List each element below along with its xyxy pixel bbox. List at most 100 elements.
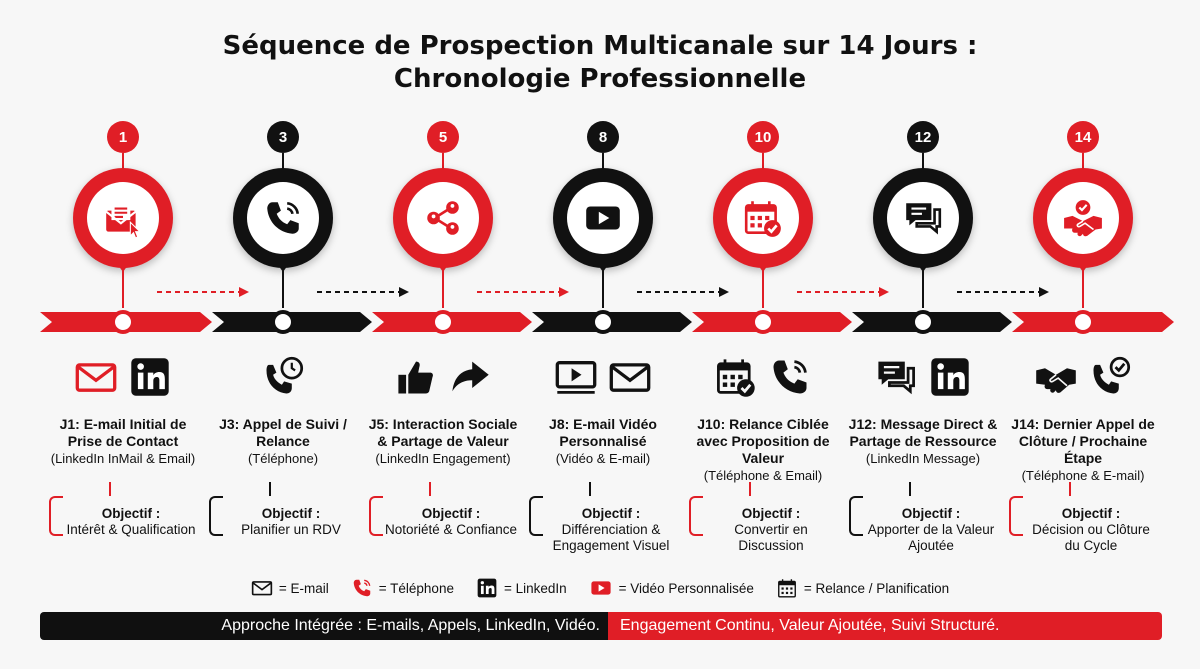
- step-title: J8: E-mail Vidéo Personnalisé: [549, 416, 657, 449]
- handshake-check-icon: [1047, 182, 1119, 254]
- objective-value: Apporter de la Valeur Ajoutée: [867, 522, 995, 553]
- channel-icons: [1003, 356, 1163, 402]
- pin-tip: [273, 258, 293, 272]
- step-title-block: J10: Relance Ciblée avec Proposition de …: [688, 416, 838, 484]
- step-pin: [553, 168, 653, 268]
- legend-label: = Vidéo Personnalisée: [618, 580, 754, 596]
- objective-value: Décision ou Clôture du Cycle: [1032, 522, 1150, 553]
- channel-icons: [523, 356, 683, 402]
- step-pin: [713, 168, 813, 268]
- legend: = E-mail = Téléphone = LinkedIn = Vidéo Per…: [0, 576, 1200, 600]
- pin-tip: [113, 258, 133, 272]
- pin-tip: [1073, 258, 1093, 272]
- objective-value: Notoriété & Confiance: [384, 522, 518, 537]
- share-network-icon: [407, 182, 479, 254]
- step-number-badge: 10: [747, 121, 779, 153]
- pin-stem: [1082, 153, 1084, 171]
- step-number-badge: 3: [267, 121, 299, 153]
- phone-check-icon: [1088, 355, 1132, 404]
- channel-icons: [683, 356, 843, 402]
- pin-stem: [1082, 270, 1084, 308]
- timeline-step: 14 J14: Dernier Appel de Clôture / Proch…: [1003, 0, 1163, 669]
- step-title-block: J12: Message Direct & Partage de Ressour…: [848, 416, 998, 467]
- timeline-node: [431, 310, 455, 334]
- thumbs-up-icon: [394, 355, 438, 404]
- objective-value: Convertir en Discussion: [734, 522, 808, 553]
- pin-tip: [913, 258, 933, 272]
- timeline-step: 1 J1: E-mail Initial de Prise de Contact…: [43, 0, 203, 669]
- legend-label: = Relance / Planification: [803, 580, 950, 596]
- objective-connector: [1069, 482, 1071, 496]
- objective-label: Objectif :: [741, 506, 801, 521]
- calendar-check-icon: [714, 355, 758, 404]
- email-icon: [74, 355, 118, 404]
- legend-label: = LinkedIn: [503, 580, 567, 596]
- chat-bubbles-icon: [887, 182, 959, 254]
- timeline-step: 8 J8: E-mail Vidéo Personnalisé (Vidéo &…: [523, 0, 683, 669]
- objective-bracket: [369, 496, 383, 536]
- objective-text: Objectif : Planifier un RDV: [223, 506, 359, 538]
- email-icon: [608, 355, 652, 404]
- pin-stem: [122, 270, 124, 308]
- calendar-icon: [776, 577, 798, 599]
- linkedin-icon: [928, 355, 972, 404]
- pin-stem: [602, 270, 604, 308]
- step-title-block: J3: Appel de Suivi / Relance (Téléphone): [208, 416, 358, 467]
- objective-text: Objectif : Notoriété & Confiance: [383, 506, 519, 538]
- timeline-step: 10 J10: Relance Ciblée avec Proposition …: [683, 0, 843, 669]
- pin-tip: [593, 258, 613, 272]
- banner-right: Engagement Continu, Valeur Ajoutée, Suiv…: [608, 612, 1162, 640]
- objective-text: Objectif : Intérêt & Qualification: [63, 506, 199, 538]
- objective-text: Objectif : Apporter de la Valeur Ajoutée: [863, 506, 999, 554]
- phone-icon: [247, 182, 319, 254]
- title-line-1: Séquence de Prospection Multicanale sur …: [222, 31, 978, 61]
- timeline-step: 3 J3: Appel de Suivi / Relance (Téléphon…: [203, 0, 363, 669]
- objective-connector: [749, 482, 751, 496]
- timeline-step: 5 J5: Interaction Sociale & Partage de V…: [363, 0, 523, 669]
- channel-icons: [203, 356, 363, 402]
- objective-value: Intérêt & Qualification: [66, 522, 196, 537]
- channel-icons: [363, 356, 523, 402]
- pin-stem: [922, 270, 924, 308]
- objective-bracket: [529, 496, 543, 536]
- objective-bracket: [209, 496, 223, 536]
- channel-icons: [843, 356, 1003, 402]
- pin-stem: [122, 153, 124, 171]
- objective-connector: [909, 482, 911, 496]
- objective-box: Objectif : Intérêt & Qualification: [49, 482, 199, 556]
- step-title-block: J1: E-mail Initial de Prise de Contact (…: [48, 416, 198, 467]
- objective-label: Objectif :: [901, 506, 961, 521]
- step-title: J1: E-mail Initial de Prise de Contact: [59, 416, 187, 449]
- objective-text: Objectif : Différenciation & Engagement …: [543, 506, 679, 554]
- video-icon: [589, 576, 613, 600]
- step-title: J3: Appel de Suivi / Relance: [219, 416, 347, 449]
- step-channel: (Téléphone & E-mail): [1021, 468, 1145, 483]
- chat-bubbles-icon: [874, 355, 918, 404]
- step-channel: (Téléphone): [247, 451, 319, 466]
- legend-item: = Téléphone: [351, 577, 454, 599]
- objective-label: Objectif :: [421, 506, 481, 521]
- legend-item: = Vidéo Personnalisée: [589, 576, 754, 600]
- pin-stem: [282, 270, 284, 308]
- step-channel: (Téléphone & Email): [703, 468, 823, 483]
- objective-bracket: [1009, 496, 1023, 536]
- step-channel: (Vidéo & E-mail): [555, 451, 651, 466]
- title-line-2: Chronologie Professionnelle: [393, 64, 807, 94]
- timeline-node: [751, 310, 775, 334]
- email-cursor-icon: [87, 182, 159, 254]
- legend-label: = E-mail: [278, 580, 329, 596]
- objective-label: Objectif :: [101, 506, 161, 521]
- legend-item: = E-mail: [251, 577, 329, 599]
- objective-box: Objectif : Convertir en Discussion: [689, 482, 839, 556]
- pin-tip: [433, 258, 453, 272]
- pin-stem: [762, 270, 764, 308]
- objective-connector: [589, 482, 591, 496]
- linkedin-icon: [476, 577, 498, 599]
- step-title: J14: Dernier Appel de Clôture / Prochain…: [1011, 416, 1155, 466]
- step-pin: [233, 168, 333, 268]
- step-number-badge: 8: [587, 121, 619, 153]
- objective-box: Objectif : Apporter de la Valeur Ajoutée: [849, 482, 999, 556]
- timeline-node: [111, 310, 135, 334]
- objective-label: Objectif :: [261, 506, 321, 521]
- step-pin: [1033, 168, 1133, 268]
